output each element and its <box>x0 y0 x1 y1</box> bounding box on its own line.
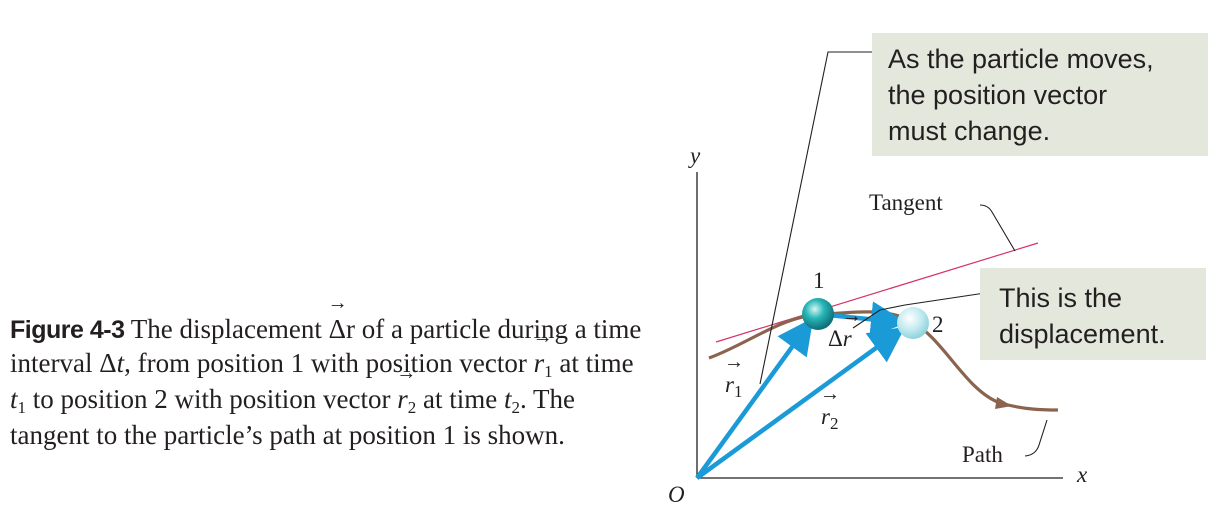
caption-t2: t <box>504 384 512 414</box>
r1-symbol: r <box>724 352 744 398</box>
caption-delta-r: Δr <box>328 293 355 346</box>
figure-caption: Figure 4-3 The displacement Δr of a part… <box>10 293 650 452</box>
x-axis-label: x <box>1077 462 1088 487</box>
caption-text: . The tangent to the particle’s path at … <box>10 384 576 450</box>
figure-label: Figure 4-3 <box>10 316 125 344</box>
r2-subscript: 2 <box>829 414 839 433</box>
caption-text: of a particle during a time interval Δ <box>10 314 642 378</box>
caption-text: at time <box>552 348 634 378</box>
position-2-label: 2 <box>932 312 944 337</box>
r1-label: r1 <box>724 352 744 401</box>
callout-displacement: This is the displacement. <box>980 268 1206 360</box>
caption-sub: 1 <box>544 362 553 381</box>
path-direction-arrow <box>995 397 1012 409</box>
particle-position-1 <box>802 298 834 330</box>
path-label: Path <box>962 442 1003 467</box>
callout-line: displacement. <box>999 319 1166 349</box>
path-leader <box>1024 419 1048 457</box>
callout-line: the position vector <box>888 80 1108 110</box>
caption-text: at time <box>416 384 505 414</box>
tangent-label: Tangent <box>869 190 943 215</box>
caption-sub: 1 <box>17 398 27 417</box>
tangent-line <box>715 242 1039 343</box>
delta-r-symbol: r <box>842 306 862 352</box>
caption-t: t <box>116 348 125 378</box>
moves-leader <box>759 51 880 385</box>
y-axis-label: y <box>690 143 701 168</box>
callout-line: As the particle moves, <box>888 44 1154 74</box>
callout-position-vector: As the particle moves, the position vect… <box>872 33 1208 156</box>
particle-position-2 <box>897 307 929 339</box>
origin-label: O <box>668 482 685 507</box>
delta-r-label: Δr <box>828 306 862 352</box>
caption-delta-r-symbol: Δr <box>328 293 355 346</box>
tangent-leader <box>979 204 1016 252</box>
position-1-label: 1 <box>813 268 825 293</box>
delta-symbol: Δ <box>828 326 843 351</box>
callout-line: must change. <box>888 116 1051 146</box>
r1-subscript: 1 <box>733 382 743 401</box>
caption-t1: t <box>10 384 18 414</box>
caption-text: , from position 1 with position vector <box>124 348 534 378</box>
r1-vector <box>695 317 814 480</box>
caption-r1: r <box>533 327 552 380</box>
caption-text: The displacement <box>124 314 329 344</box>
caption-text: to position 2 with position vector <box>26 384 398 414</box>
r2-vector <box>695 326 906 480</box>
r2-label: r2 <box>820 384 840 433</box>
r2-symbol: r <box>820 384 840 430</box>
displacement-leader <box>852 292 986 329</box>
callout-line: This is the <box>999 283 1123 313</box>
caption-r2: r <box>396 363 415 416</box>
caption-sub: 2 <box>407 398 417 417</box>
caption-sub: 2 <box>511 398 521 417</box>
